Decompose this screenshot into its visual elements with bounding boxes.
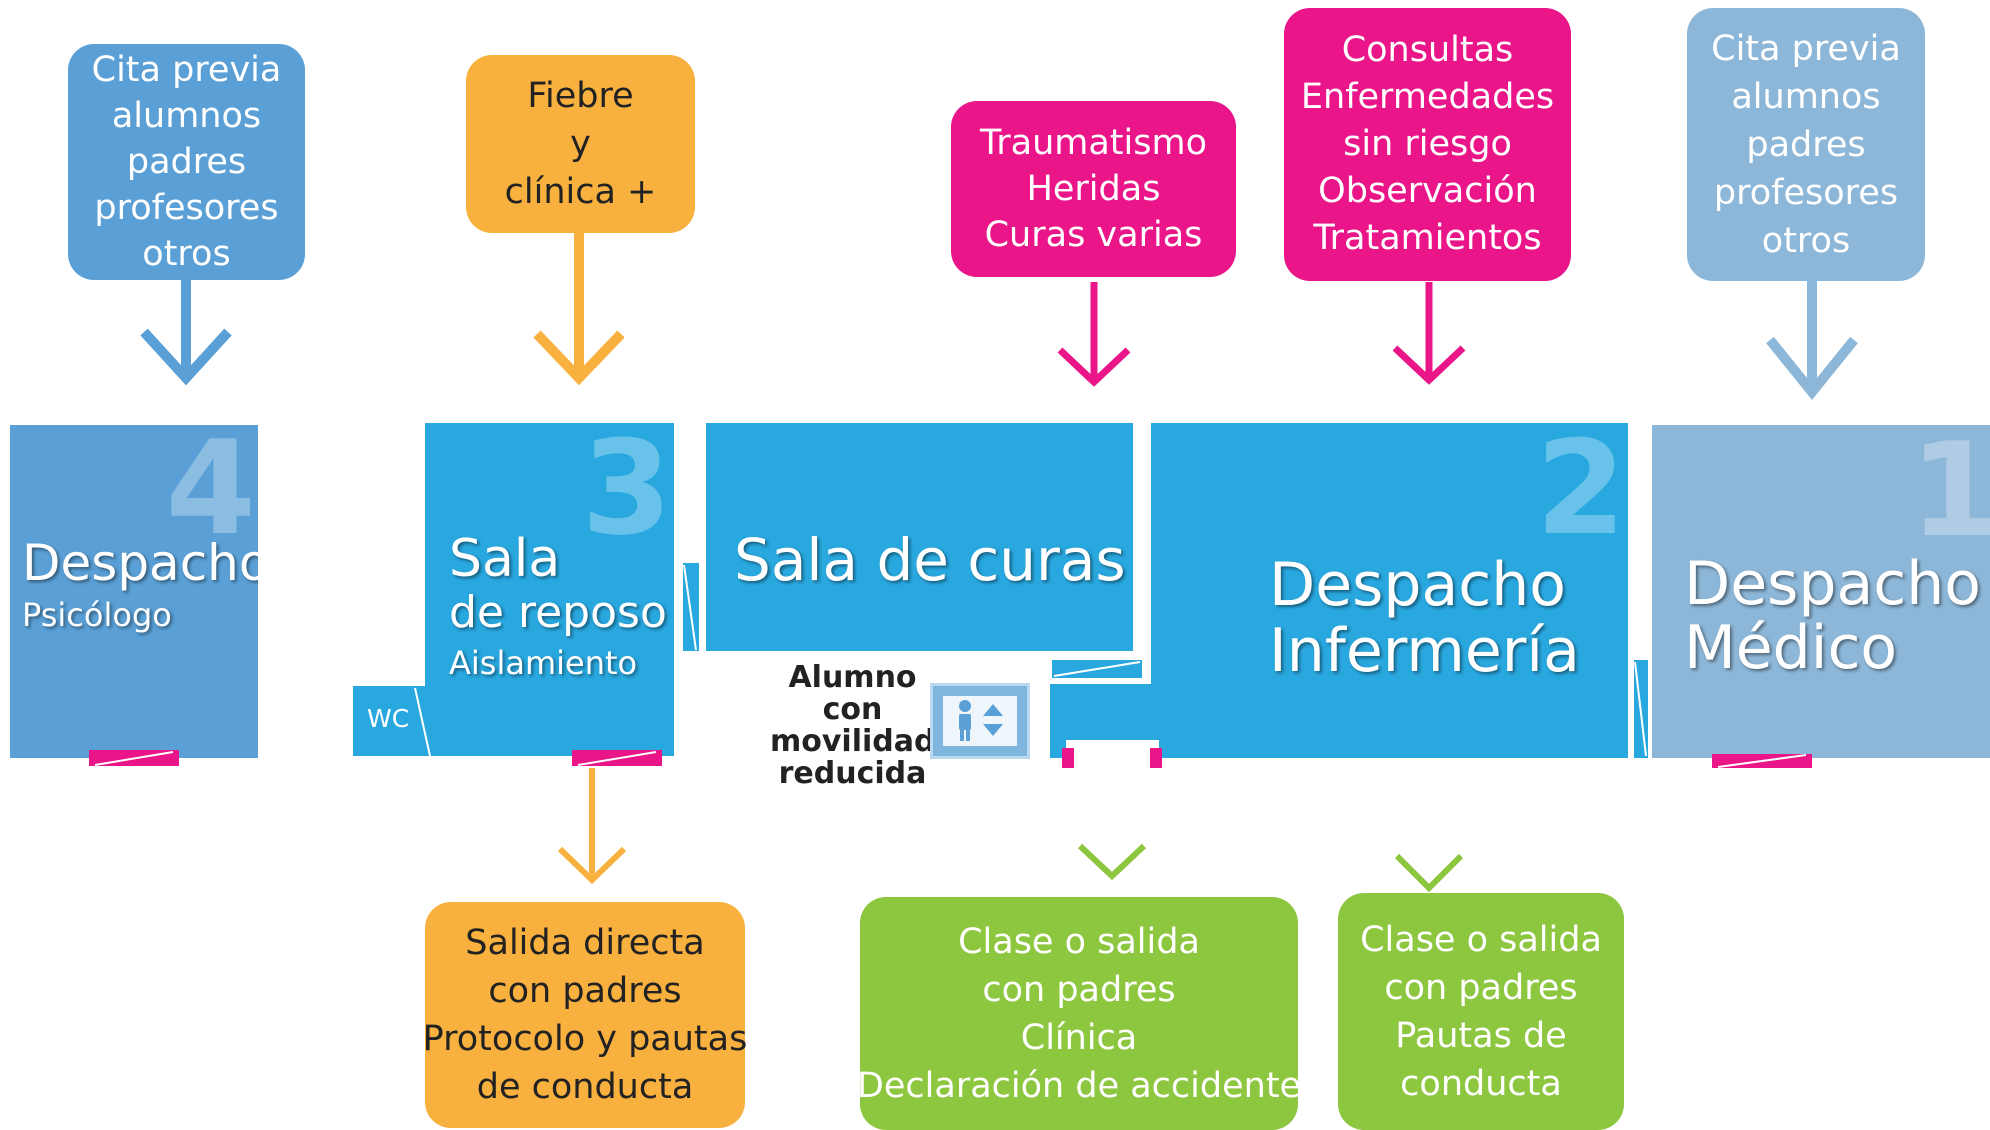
input-enfermeria-line: Consultas bbox=[1341, 30, 1514, 70]
arrow-enfermeria-out-head bbox=[1394, 853, 1464, 893]
input-curas-line: Curas varias bbox=[984, 215, 1203, 255]
output-enfermeria-line: conducta bbox=[1400, 1063, 1562, 1104]
door-mark-curas-left bbox=[1062, 748, 1074, 768]
input-enfermeria-line: Tratamientos bbox=[1313, 218, 1542, 258]
room-despacho-enfermeria: 2 Despacho Infermería bbox=[1151, 423, 1628, 758]
input-box-medico: Cita previa alumnos padres profesores ot… bbox=[1687, 8, 1925, 281]
input-enfermeria-line: sin riesgo bbox=[1343, 124, 1512, 164]
room-number-3: 3 bbox=[581, 423, 672, 564]
output-reposo-line: de conducta bbox=[476, 1067, 694, 1107]
arrow-curas-out-head bbox=[1077, 843, 1147, 881]
output-curas-line: Clínica bbox=[1020, 1017, 1138, 1058]
output-box-reposo: Salida directa con padres Protocolo y pa… bbox=[422, 902, 748, 1128]
room-1-title: Despacho bbox=[1684, 549, 1981, 619]
elevator-label-line: Alumno bbox=[788, 660, 917, 695]
input-medico-line: Cita previa bbox=[1711, 28, 1901, 69]
output-box-curas: Clase o salida con padres Clínica Declar… bbox=[856, 897, 1302, 1130]
door-mark-curas-right bbox=[1150, 748, 1162, 768]
output-reposo-line: Protocolo y pautas bbox=[422, 1019, 748, 1059]
input-medico-line: padres bbox=[1746, 124, 1866, 165]
wc-label: WC bbox=[367, 704, 410, 733]
input-medico-line: otros bbox=[1761, 220, 1851, 261]
room-sala-reposo: 3 Sala de reposo Aislamiento bbox=[425, 423, 674, 756]
arrow-enfermeria-in bbox=[1392, 282, 1466, 385]
elevator-label-line: con bbox=[822, 692, 883, 727]
input-psicologo-line: padres bbox=[126, 142, 247, 182]
door-gap bbox=[1066, 740, 1159, 760]
input-curas-line: Heridas bbox=[1026, 169, 1161, 209]
input-box-curas: Traumatismo Heridas Curas varias bbox=[951, 101, 1236, 277]
room-2-title: Despacho bbox=[1269, 550, 1566, 620]
output-enfermeria-line: con padres bbox=[1384, 967, 1578, 1008]
arrow-psicologo bbox=[140, 280, 232, 386]
input-box-enfermeria: Consultas Enfermedades sin riesgo Observ… bbox=[1284, 8, 1571, 281]
input-reposo-line: Fiebre bbox=[527, 76, 634, 116]
input-enfermeria-line: Observación bbox=[1318, 171, 1537, 211]
output-curas-line: Clase o salida bbox=[958, 921, 1200, 962]
wc-room: WC bbox=[353, 686, 425, 756]
input-medico-line: alumnos bbox=[1731, 76, 1881, 117]
room-number-1: 1 bbox=[1909, 425, 1990, 566]
room-2-title-line2: Infermería bbox=[1269, 616, 1580, 686]
arrow-medico-in bbox=[1766, 281, 1858, 400]
input-curas-line: Traumatismo bbox=[980, 123, 1207, 163]
output-curas-line: con padres bbox=[982, 969, 1176, 1010]
room-4-subtitle: Psicólogo bbox=[22, 596, 172, 634]
person-elevator-icon bbox=[943, 696, 1017, 746]
arrow-curas-in bbox=[1057, 282, 1131, 387]
input-medico-line: profesores bbox=[1713, 172, 1899, 213]
input-box-psicologo: Cita previa alumnos padres profesores ot… bbox=[68, 44, 305, 280]
input-reposo-line: clínica + bbox=[504, 172, 657, 212]
output-reposo-line: con padres bbox=[488, 971, 682, 1011]
output-reposo-line: Salida directa bbox=[465, 923, 705, 963]
output-curas-line: Declaración de accidente bbox=[856, 1065, 1302, 1106]
room-despacho-medico: 1 Despacho Médico bbox=[1652, 425, 1990, 758]
elevator-icon bbox=[930, 683, 1030, 759]
output-enfermeria-line: Clase o salida bbox=[1360, 919, 1602, 960]
input-box-reposo: Fiebre y clínica + bbox=[466, 55, 695, 233]
room-number-4: 4 bbox=[165, 425, 256, 564]
room-despacho-psicologo: 4 Despacho Psicólogo bbox=[10, 425, 258, 758]
input-psicologo-line: profesores bbox=[94, 188, 279, 228]
elevator-label-line: reducida bbox=[778, 756, 927, 791]
room-3-title-line2: de reposo bbox=[449, 587, 667, 638]
arrow-reposo-out bbox=[557, 768, 627, 885]
elevator-label: Alumno con movilidad reducida bbox=[770, 662, 935, 790]
input-reposo-line: y bbox=[570, 124, 591, 164]
room-number-2: 2 bbox=[1535, 423, 1626, 564]
input-enfermeria-line: Enfermedades bbox=[1300, 77, 1555, 117]
room-1-title-line2: Médico bbox=[1684, 613, 1898, 683]
room-curas-title: Sala de curas bbox=[734, 526, 1126, 594]
output-enfermeria-line: Pautas de bbox=[1395, 1015, 1567, 1056]
room-sala-curas: Sala de curas bbox=[706, 423, 1133, 651]
input-psicologo-line: Cita previa bbox=[91, 50, 282, 90]
output-box-enfermeria: Clase o salida con padres Pautas de cond… bbox=[1338, 893, 1624, 1130]
input-psicologo-line: otros bbox=[142, 234, 231, 274]
arrow-reposo-in bbox=[533, 233, 625, 386]
elevator-label-line: movilidad bbox=[770, 724, 936, 759]
input-psicologo-line: alumnos bbox=[111, 96, 262, 136]
room-3-title: Sala bbox=[449, 529, 561, 589]
room-3-subtitle: Aislamiento bbox=[449, 644, 638, 682]
room-4-title: Despacho bbox=[22, 534, 258, 592]
